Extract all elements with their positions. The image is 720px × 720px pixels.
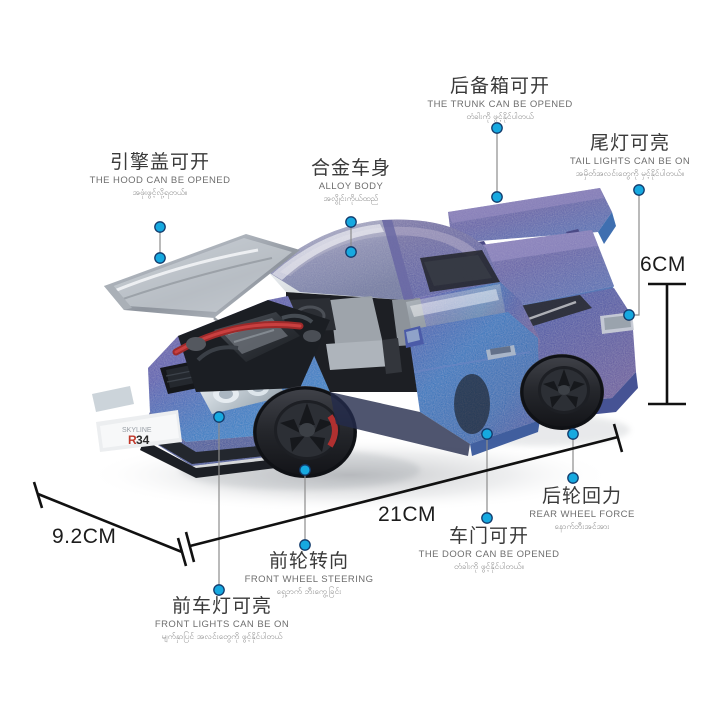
callout-door: 车门可开 THE DOOR CAN BE OPENED တံခါးကို ဖွင… [418,525,560,573]
callout-rear-wheel-force-cn: 后轮回力 [541,485,622,507]
callout-trunk: 后备箱可开 THE TRUNK CAN BE OPENED တံခါးကို ဖ… [427,75,573,123]
callout-alloy-body: 合金车身 ALLOY BODY အလွိုင်းကိုယ်ထည် [310,157,392,205]
callout-tail-lights: 尾灯可亮 TAIL LIGHTS CAN BE ON အမှိတ်အလင်းတွ… [569,132,691,180]
svg-text:34: 34 [136,433,150,447]
callout-hood: 引擎盖可开 THE HOOD CAN BE OPENED အဖုံးဖွင့်လ… [89,151,231,199]
callout-hood-cn: 引擎盖可开 [109,151,210,173]
callout-rear-wheel-force-en: REAR WHEEL FORCE [529,508,635,520]
callout-alloy-body-my: အလွိုင်းကိုယ်ထည် [323,194,379,204]
rear-wheel [520,354,604,430]
callout-hood-my: အဖုံးဖွင့်လို့ရတယ်။ [132,188,188,198]
callout-tail-lights-my: အမှိတ်အလင်းတွေကို မှင့်နိုင်ပါတယ်။ [575,169,685,179]
dimension-label-length: 21CM [378,503,437,526]
callout-front-wheel-steering-cn: 前轮转向 [268,550,350,572]
callout-door-en: THE DOOR CAN BE OPENED [418,548,560,560]
callout-door-cn: 车门可开 [448,525,529,547]
callout-alloy-body-en: ALLOY BODY [318,180,384,192]
svg-text:SKYLINE: SKYLINE [122,427,152,434]
callout-rear-wheel-force-my: နောက်ဘီးအင်အား [554,522,610,532]
dimension-label-width: 9.2CM [52,525,117,548]
callout-alloy-body-cn: 合金车身 [310,157,392,179]
callout-tail-lights-en: TAIL LIGHTS CAN BE ON [569,155,691,167]
callout-trunk-cn: 后备箱可开 [449,75,550,97]
engine-bay [172,300,330,392]
callout-door-my: တံခါးကို ဖွင့်နိုင်ပါတယ်။ [454,562,524,572]
callout-front-lights-my: မျက်နှာပြင် အလင်းတွေကို ဖွင့်နိုင်ပါတယ် [161,632,283,642]
callout-front-lights-en: FRONT LIGHTS CAN BE ON [154,618,290,630]
callout-front-wheel-steering-my: ရှေ့ဘက် ဘီးကွေ့ခြင်း [276,587,342,597]
callout-trunk-en: THE TRUNK CAN BE OPENED [427,98,573,110]
callout-front-wheel-steering: 前轮转向 FRONT WHEEL STEERING ရှေ့ဘက် ဘီးကွေ… [244,550,374,598]
callout-front-lights: 前车灯可亮 FRONT LIGHTS CAN BE ON မျက်နှာပြင်… [154,595,290,643]
callout-hood-en: THE HOOD CAN BE OPENED [89,174,231,186]
callout-trunk-my: တံခါးကို ဖွင့်နိုင်ပါတယ် [466,112,534,122]
callout-front-lights-cn: 前车灯可亮 [171,595,273,617]
svg-text:R: R [128,433,137,447]
callout-front-wheel-steering-en: FRONT WHEEL STEERING [244,573,374,585]
callout-tail-lights-cn: 尾灯可亮 [589,132,670,154]
callout-rear-wheel-force: 后轮回力 REAR WHEEL FORCE နောက်ဘီးအင်အား [529,485,635,533]
dimension-label-height: 6CM [640,253,686,276]
